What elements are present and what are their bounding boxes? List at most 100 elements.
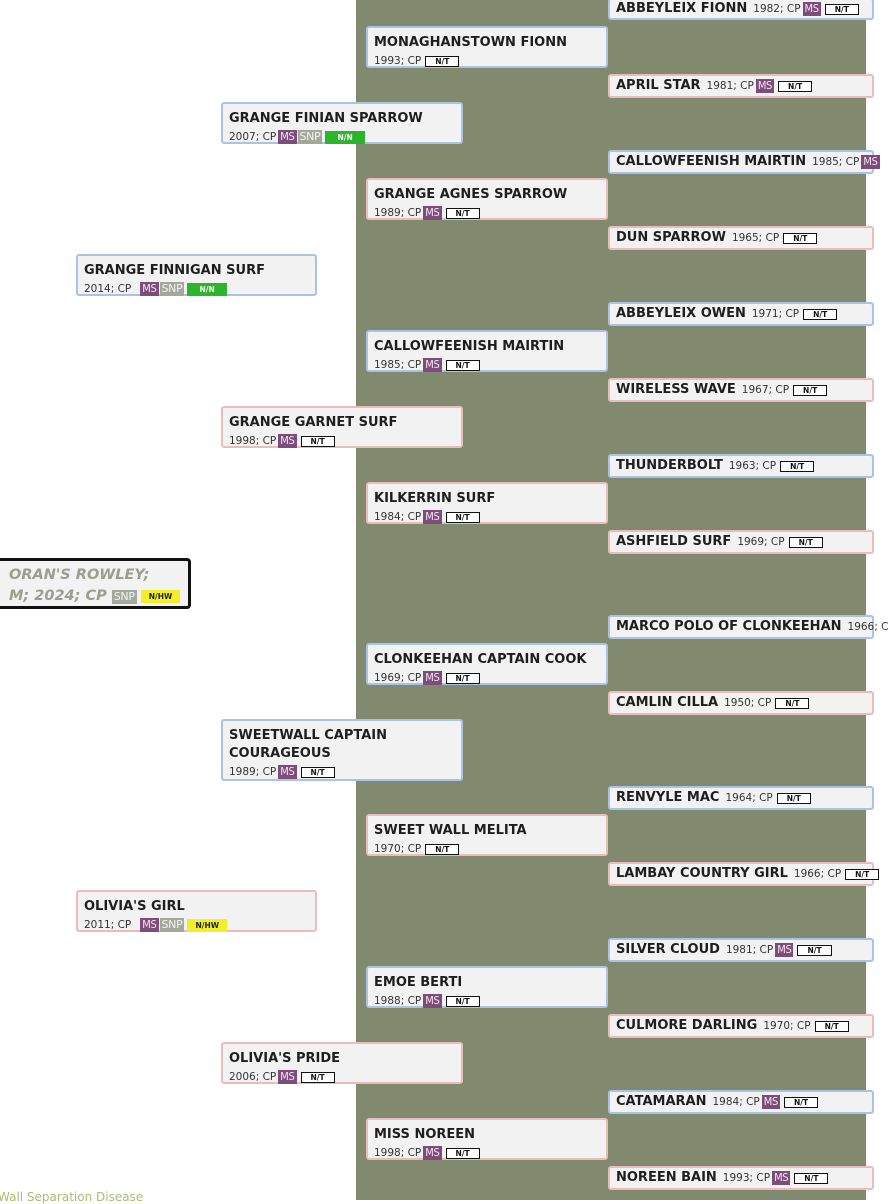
snp-badge: SNP [111,589,137,604]
gen4-card[interactable]: RENVYLE MAC 1964; CP N/T [608,786,874,810]
horse-info: 1965; CP [731,232,780,244]
gen1-card[interactable]: OLIVIA'S GIRL 2011; CP MS SNP N/HW [76,890,317,932]
gen4-card[interactable]: ASHFIELD SURF 1969; CP N/T [608,530,874,554]
legend-footer-text: Wall Separation Disease [0,1190,144,1204]
horse-info-row: 1985; CP MS [812,154,880,170]
gen2-card[interactable]: GRANGE GARNET SURF 1998; CP MS N/T [221,406,463,448]
gen2-card[interactable]: SWEETWALL CAPTAIN COURAGEOUS 1989; CP MS… [221,719,463,781]
gen4-card[interactable]: ABBEYLEIX OWEN 1971; CP N/T [608,302,874,326]
gen4-card[interactable]: MARCO POLO OF CLONKEEHAN 1966; C [608,615,888,639]
test-badge: N/T [300,766,335,778]
gen2-card[interactable]: OLIVIA'S PRIDE 2006; CP MS N/T [221,1042,463,1084]
horse-info: 1984; CP [374,511,422,523]
test-badge: N/T [783,1096,819,1108]
horse-info: 1967; CP [741,384,790,396]
horse-info: 1989; CP [374,207,422,219]
gen3-card[interactable]: MONAGHANSTOWN FIONN 1993; CP N/T [366,26,608,68]
test-badge: N/T [425,843,460,855]
gen4-card[interactable]: CAMLIN CILLA 1950; CP N/T [608,691,874,715]
horse-name: NOREEN BAIN [616,1170,717,1185]
horse-info-row: 1964; CP N/T [725,790,811,806]
gen4-card[interactable]: ABBEYLEIX FIONN 1982; CP MS N/T [608,0,874,20]
gen4-card[interactable]: APRIL STAR 1981; CP MS N/T [608,74,874,98]
subject-card[interactable]: ORAN'S ROWLEY; M; 2024; CP SNP N/HW [0,558,191,609]
test-badge: N/N [187,282,227,296]
horse-info: 1963; CP [728,460,777,472]
gen3-card[interactable]: SWEET WALL MELITA 1970; CP N/T [366,814,608,856]
gen1-card[interactable]: GRANGE FINNIGAN SURF 2014; CP MS SNP N/N [76,254,317,296]
ms-badge: MS [423,994,442,1008]
gen2-card[interactable]: GRANGE FINIAN SPARROW 2007; CP MS SNP N/… [221,102,463,144]
horse-info: 1984; CP [712,1096,760,1108]
test-badge: N/T [445,359,480,371]
horse-name: CALLOWFEENISH MAIRTIN [616,154,807,169]
horse-info: 1993; CP [722,1172,771,1184]
test-badge: N/T [797,944,832,956]
test-badge: N/T [845,868,880,880]
horse-info-row: 1969; CP MS N/T [374,670,600,686]
horse-name: GRANGE AGNES SPARROW [374,187,568,202]
horse-name: SWEETWALL CAPTAIN [229,728,388,743]
horse-info: 1964; CP [725,792,773,804]
test-badge: N/T [445,1147,480,1159]
gen4-card[interactable]: WIRELESS WAVE 1967; CP N/T [608,378,874,402]
horse-info-row: 1989; CP MS N/T [229,764,455,780]
gen4-card[interactable]: CULMORE DARLING 1970; CP N/T [608,1014,874,1038]
horse-name: GRANGE FINIAN SPARROW [229,111,423,126]
test-badge: N/T [445,511,480,523]
gen3-card[interactable]: KILKERRIN SURF 1984; CP MS N/T [366,482,608,524]
horse-info: 1993; CP [374,55,422,67]
gen3-card[interactable]: CALLOWFEENISH MAIRTIN 1985; CP MS N/T [366,330,608,372]
gen4-card[interactable]: SILVER CLOUD 1981; CP MS N/T [608,938,874,962]
horse-info: 1988; CP [374,995,422,1007]
horse-info: 1950; CP [724,697,772,709]
gen4-card[interactable]: DUN SPARROW 1965; CP N/T [608,226,874,250]
horse-info-row: 1970; CP N/T [763,1018,849,1034]
horse-info-row: 1982; CP MS N/T [753,1,859,17]
test-badge: N/HW [187,918,228,932]
horse-name: ABBEYLEIX FIONN [616,1,748,16]
test-badge: N/T [776,792,811,804]
subject-info-row: M; 2024; CP SNP N/HW [9,586,181,607]
test-badge: N/T [445,995,480,1007]
horse-info: 1998; CP [229,435,277,447]
horse-name: APRIL STAR [616,78,701,93]
gen3-card[interactable]: GRANGE AGNES SPARROW 1989; CP MS N/T [366,178,608,220]
ms-badge: MS [423,206,442,220]
horse-info: 1971; CP [751,308,800,320]
horse-info-row: 1981; CP MS N/T [707,78,813,94]
horse-info-row: 1970; CP N/T [374,841,600,857]
ms-badge: MS [278,434,297,448]
test-badge: N/T [783,232,818,244]
horse-name: THUNDERBOLT [616,458,723,473]
horse-info-row: 1993; CP N/T [374,53,600,69]
horse-info-row: 1985; CP MS N/T [374,357,600,373]
gen3-card[interactable]: CLONKEEHAN CAPTAIN COOK 1969; CP MS N/T [366,643,608,685]
gen3-card[interactable]: MISS NOREEN 1998; CP MS N/T [366,1118,608,1160]
horse-name: CULMORE DARLING [616,1018,758,1033]
ms-badge: MS [278,130,297,144]
gen4-card[interactable]: CATAMARAN 1984; CP MS N/T [608,1090,874,1114]
horse-info-row: 1966; C [848,619,888,635]
horse-name: OLIVIA'S GIRL [84,899,185,914]
test-badge: N/T [778,80,813,92]
gen3-card[interactable]: EMOE BERTI 1988; CP MS N/T [366,966,608,1008]
gen4-card[interactable]: NOREEN BAIN 1993; CP MS N/T [608,1166,874,1190]
horse-info-row: 1967; CP N/T [741,382,828,398]
subject-name: ORAN'S ROWLEY; [9,567,150,583]
horse-name: CATAMARAN [616,1094,707,1109]
gen4-card[interactable]: THUNDERBOLT 1963; CP N/T [608,454,874,478]
horse-name: RENVYLE MAC [616,790,720,805]
horse-name: SILVER CLOUD [616,942,720,957]
ms-badge: MS [423,1146,442,1160]
horse-info: 1970; CP [763,1020,811,1032]
test-badge: N/T [794,1172,829,1184]
gen4-card[interactable]: LAMBAY COUNTRY GIRL 1966; CP N/T [608,862,880,886]
gen4-card[interactable]: CALLOWFEENISH MAIRTIN 1985; CP MS [608,150,880,174]
horse-info-row: 1966; CP N/T [794,866,880,882]
horse-name: OLIVIA'S PRIDE [229,1051,341,1066]
ms-badge: MS [140,282,159,296]
horse-info-row: 1950; CP N/T [724,695,810,711]
snp-badge: SNP [159,282,185,296]
horse-info: 1989; CP [229,766,277,778]
